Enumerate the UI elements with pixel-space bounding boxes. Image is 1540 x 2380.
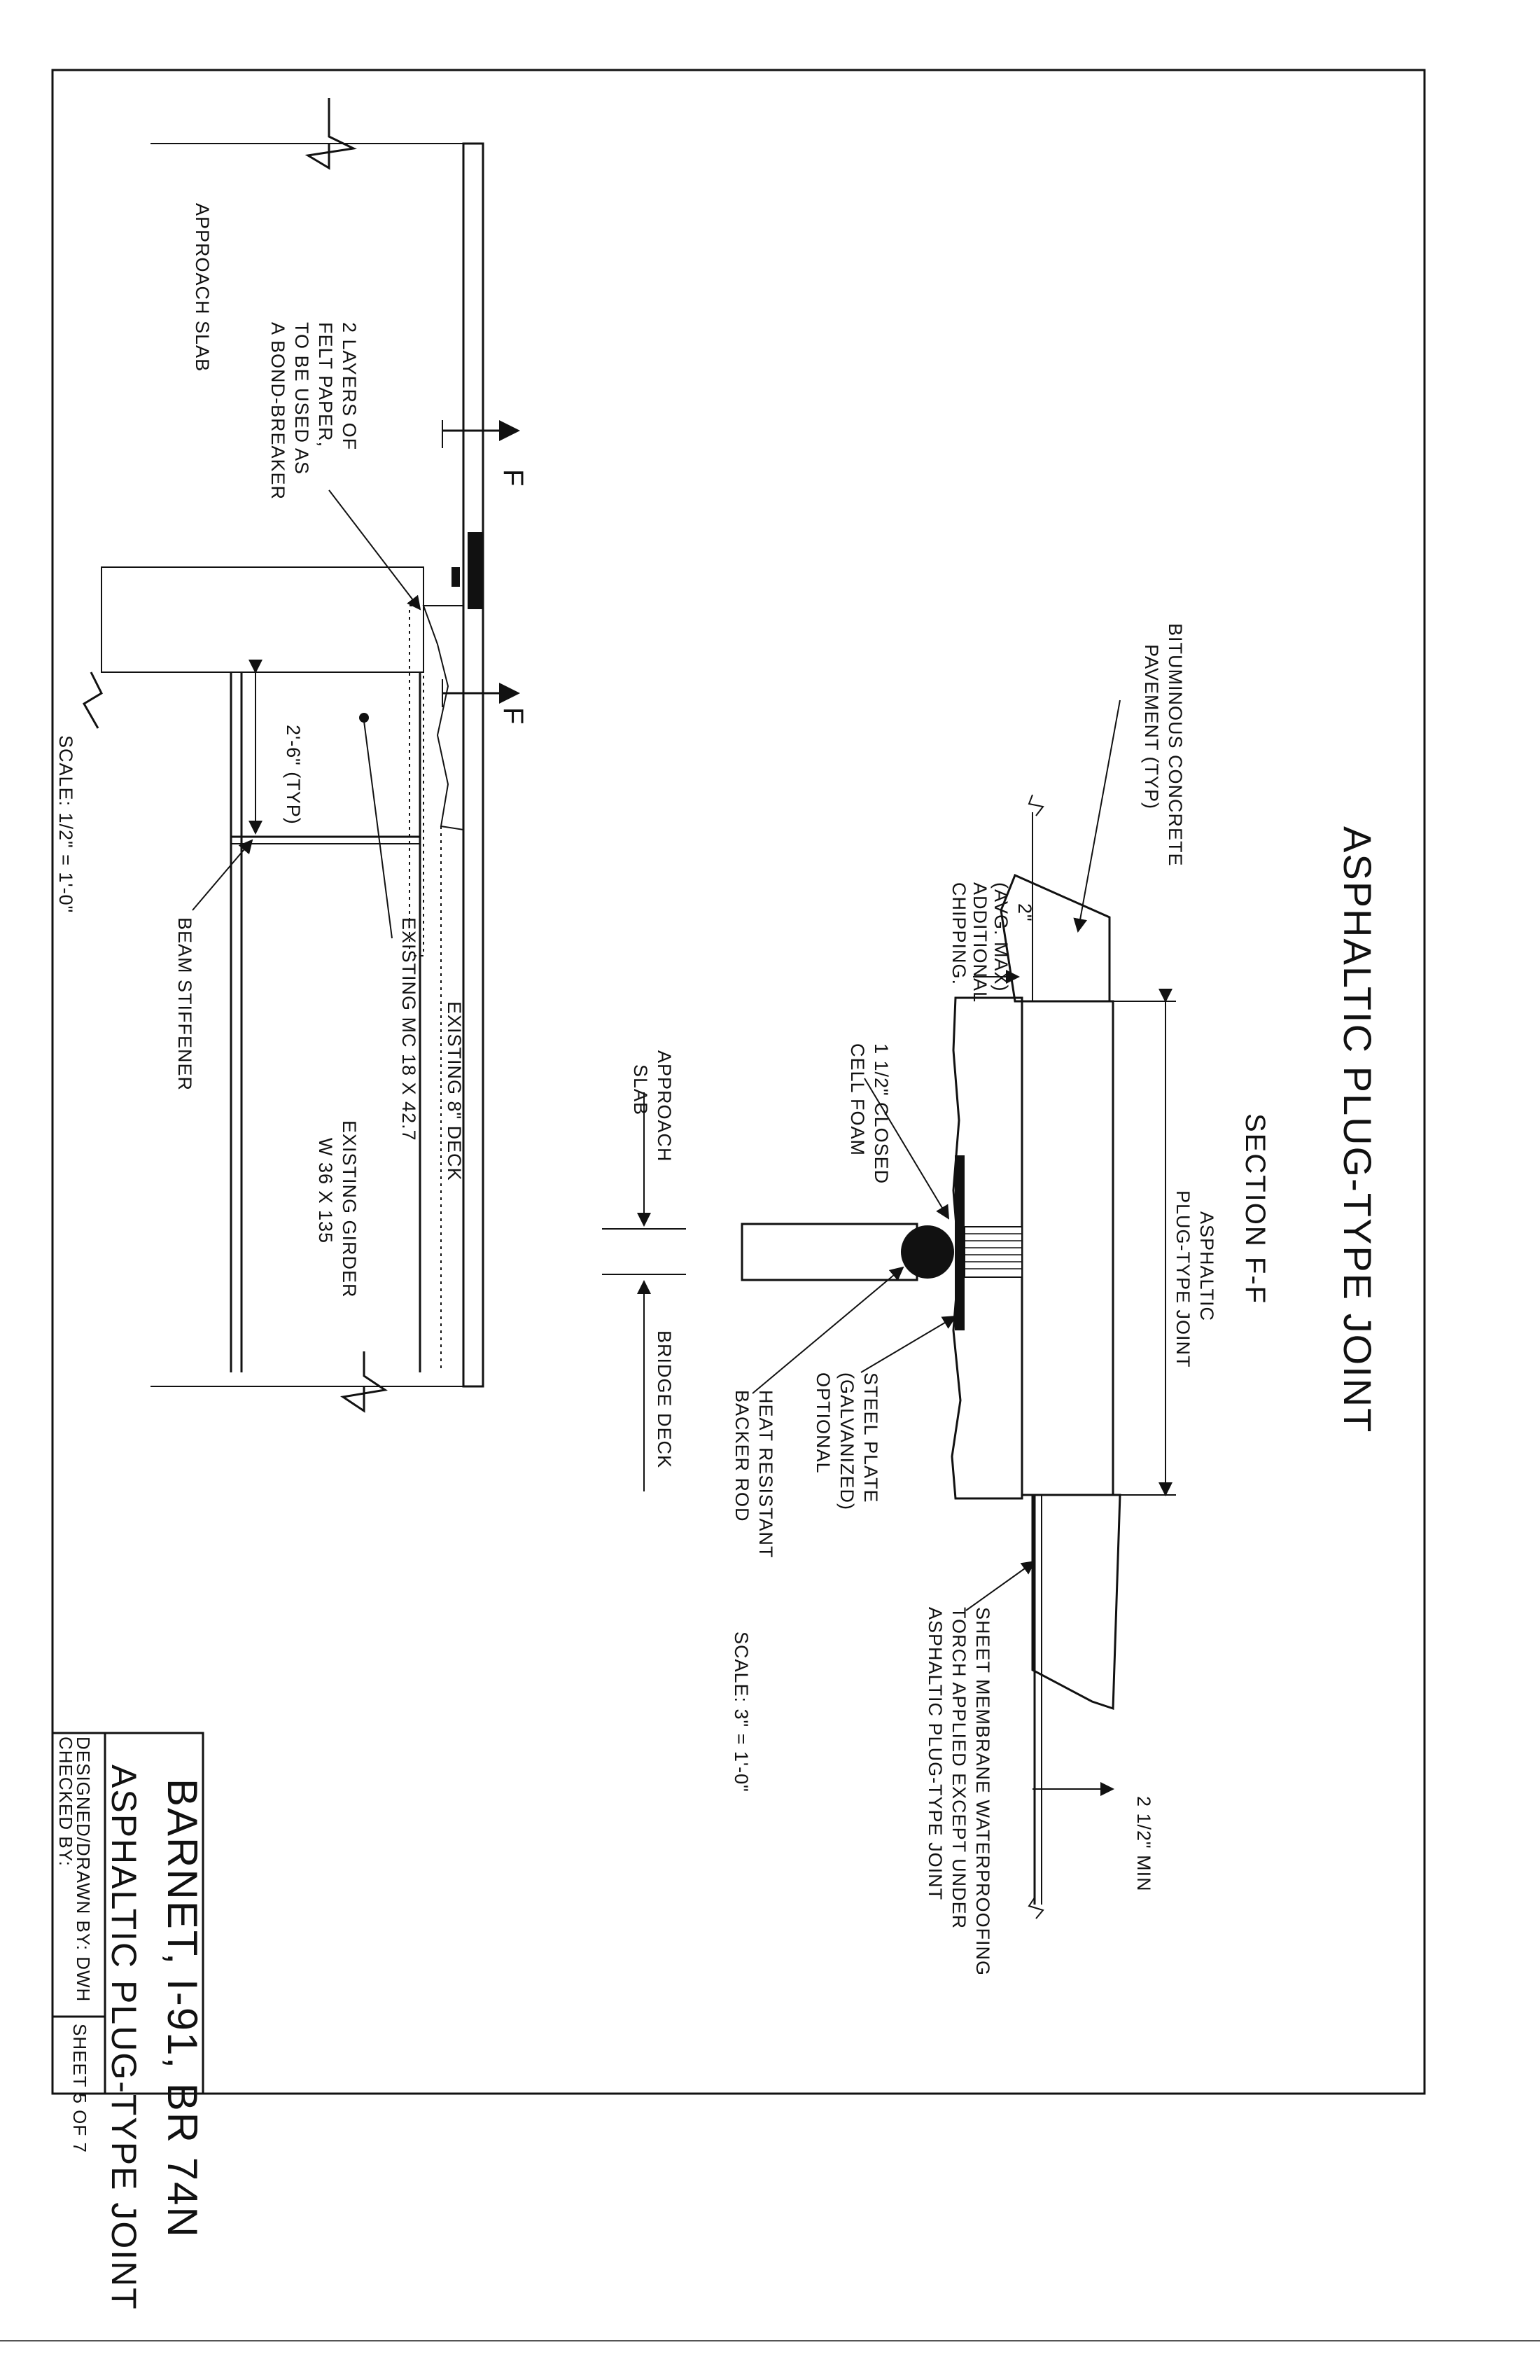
- concrete-end: [422, 605, 464, 831]
- label-girder: EXISTING GIRDER W 36 X 135: [315, 1120, 360, 1298]
- svg-text:ASPHALTIC: ASPHALTIC: [1196, 1211, 1217, 1321]
- svg-text:ASPHALTIC PLUG-TYPE JOINT: ASPHALTIC PLUG-TYPE JOINT: [925, 1607, 946, 1900]
- svg-text:SLAB: SLAB: [630, 1064, 651, 1115]
- label-felt: 2 LAYERS OF FELT PAPER, TO BE USED AS A …: [267, 322, 360, 500]
- channel-mc: [409, 605, 424, 956]
- svg-text:PAVEMENT (TYP): PAVEMENT (TYP): [1141, 644, 1162, 809]
- gap-lines: [965, 1233, 1022, 1269]
- checked-by: CHECKED BY:: [55, 1737, 76, 1867]
- break-bottom: [340, 1351, 388, 1413]
- pavement-bottom: [1031, 1494, 1121, 1711]
- label-typ: 2'-6" (TYP): [283, 725, 304, 825]
- break-top: [304, 98, 357, 170]
- svg-text:APPROACH: APPROACH: [654, 1050, 675, 1162]
- foam-block: [741, 1223, 918, 1281]
- svg-text:CELL FOAM: CELL FOAM: [847, 1043, 868, 1156]
- pavement-top: [1000, 873, 1111, 1003]
- svg-text:APPROACH SLAB: APPROACH SLAB: [192, 203, 213, 372]
- label-bridge: BRIDGE DECK: [654, 1330, 675, 1468]
- svg-text:2 LAYERS OF: 2 LAYERS OF: [339, 322, 360, 450]
- svg-text:BACKER ROD: BACKER ROD: [732, 1390, 752, 1522]
- svg-text:SCALE: 1/2" = 1'-0": SCALE: 1/2" = 1'-0": [55, 735, 76, 913]
- label-plate: STEEL PLATE (GALVANIZED) OPTIONAL: [813, 1372, 881, 1510]
- designed-by: DESIGNED/DRAWN BY: DWH: [73, 1737, 94, 2002]
- svg-text:BRIDGE DECK: BRIDGE DECK: [654, 1330, 675, 1468]
- break-line-top: [1028, 794, 1044, 816]
- svg-text:2": 2": [1014, 903, 1035, 922]
- label-chipping: 2" (AVG. MAX) ADDITIONAL CHIPPING.: [948, 882, 1035, 1003]
- svg-text:SCALE: 3" = 1'-0": SCALE: 3" = 1'-0": [731, 1631, 752, 1793]
- label-approach: APPROACH SLAB: [630, 1050, 675, 1162]
- svg-text:BITUMINOUS CONCRETE: BITUMINOUS CONCRETE: [1165, 623, 1186, 867]
- svg-text:PLUG-TYPE JOINT: PLUG-TYPE JOINT: [1172, 1190, 1194, 1368]
- deck-slab: [462, 142, 484, 1388]
- project-name: BARNET, I-91, BR 74N: [159, 1779, 206, 2239]
- deck-crosshatch: [951, 996, 1023, 1500]
- svg-text:(GALVANIZED): (GALVANIZED): [836, 1372, 858, 1510]
- title-block: BARNET, I-91, BR 74N ASPHALTIC PLUG-TYPE…: [51, 1732, 206, 2311]
- elevation-detail: F F APPROACH SLAB 2 LAYERS OF FELT PAPER…: [55, 98, 528, 1413]
- svg-text:2'-6" (TYP): 2'-6" (TYP): [283, 725, 304, 825]
- svg-text:EXISTING GIRDER: EXISTING GIRDER: [339, 1120, 360, 1298]
- label-foam: 1 1/2" CLOSED CELL FOAM: [847, 1043, 892, 1184]
- scale-left: SCALE: 1/2" = 1'-0": [55, 735, 76, 913]
- svg-text:HEAT RESISTANT: HEAT RESISTANT: [755, 1390, 776, 1559]
- break-left: [82, 671, 103, 729]
- plug-joint: [1021, 1000, 1114, 1496]
- svg-text:TO BE USED AS: TO BE USED AS: [291, 322, 312, 475]
- sheet-number: SHEET 5 OF 7: [69, 2024, 90, 2153]
- steel-plate: [955, 1155, 965, 1330]
- label-membrane: SHEET MEMBRANE WATERPROOFING TORCH APPLI…: [925, 1607, 993, 1976]
- label-min: 2 1/2" MIN: [1133, 1796, 1154, 1892]
- break-line-bottom: [1028, 1897, 1044, 1919]
- svg-text:STEEL PLATE: STEEL PLATE: [860, 1372, 881, 1503]
- section-mark-2: F: [498, 707, 528, 725]
- svg-text:TORCH APPLIED EXCEPT UNDER: TORCH APPLIED EXCEPT UNDER: [948, 1607, 969, 1929]
- sheet-border: [51, 69, 1426, 2095]
- sheet-title: ASPHALTIC PLUG-TYPE JOINT: [104, 1765, 144, 2311]
- label-pavement: BITUMINOUS CONCRETE PAVEMENT (TYP): [1141, 623, 1186, 867]
- svg-text:ADDITIONAL: ADDITIONAL: [969, 882, 990, 1003]
- joint-gap: [964, 1226, 1023, 1278]
- label-joint: ASPHALTIC PLUG-TYPE JOINT: [1172, 1190, 1217, 1368]
- svg-text:SHEET MEMBRANE WATERPROOFING: SHEET MEMBRANE WATERPROOFING: [972, 1607, 993, 1976]
- section-title: SECTION F-F: [1240, 1113, 1270, 1304]
- drawing-title: ASPHALTIC PLUG-TYPE JOINT: [1336, 826, 1380, 1433]
- label-backer: HEAT RESISTANT BACKER ROD: [732, 1390, 776, 1559]
- svg-text:EXISTING 8" DECK: EXISTING 8" DECK: [444, 1001, 465, 1181]
- svg-text:(AVG. MAX): (AVG. MAX): [990, 882, 1011, 992]
- svg-text:BEAM STIFFENER: BEAM STIFFENER: [174, 917, 195, 1091]
- label-deck: EXISTING 8" DECK: [444, 1001, 465, 1181]
- bond-breaker: [468, 532, 483, 609]
- svg-text:W 36 X 135: W 36 X 135: [315, 1138, 336, 1244]
- approach-slab-block: [101, 566, 424, 673]
- svg-text:FELT PAPER,: FELT PAPER,: [315, 322, 336, 447]
- svg-text:1 1/2" CLOSED: 1 1/2" CLOSED: [871, 1043, 892, 1184]
- svg-text:OPTIONAL: OPTIONAL: [813, 1372, 834, 1474]
- section-detail: BITUMINOUS CONCRETE PAVEMENT (TYP) 2" (A…: [602, 623, 1217, 1976]
- section-mark-1: F: [498, 469, 528, 487]
- scale-right: SCALE: 3" = 1'-0": [731, 1631, 752, 1793]
- label-approach-slab: APPROACH SLAB: [192, 203, 213, 372]
- svg-text:EXISTING MC 18 X 42.7: EXISTING MC 18 X 42.7: [398, 917, 419, 1141]
- label-channel: EXISTING MC 18 X 42.7: [398, 917, 419, 1141]
- backer-rod: [901, 1225, 954, 1279]
- svg-text:2 1/2" MIN: 2 1/2" MIN: [1133, 1796, 1154, 1892]
- svg-text:CHIPPING.: CHIPPING.: [948, 882, 969, 985]
- label-stiffener: BEAM STIFFENER: [174, 917, 195, 1091]
- svg-text:A BOND-BREAKER: A BOND-BREAKER: [267, 322, 288, 500]
